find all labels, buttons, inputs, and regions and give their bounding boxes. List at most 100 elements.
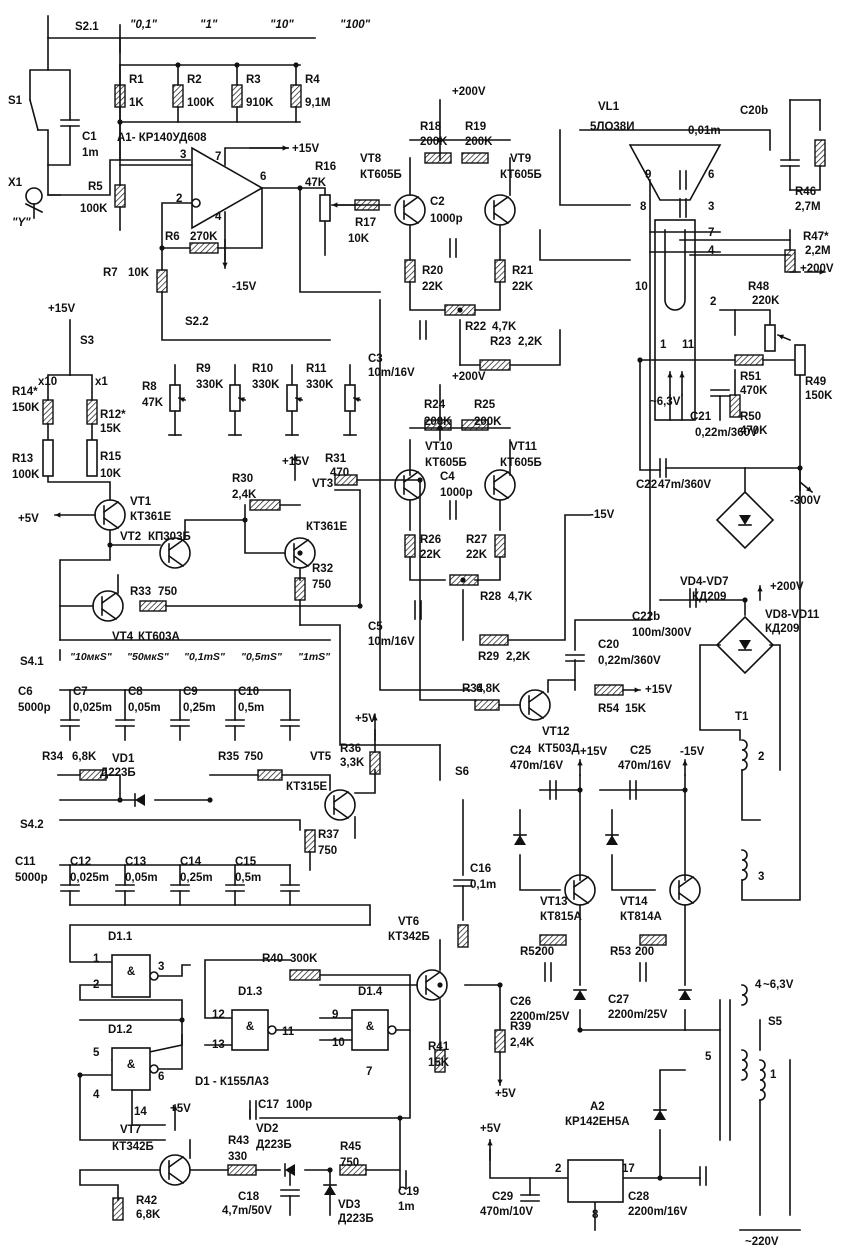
schematic-label: C13	[125, 856, 146, 868]
arrow-head	[222, 262, 228, 268]
schematic-label: C15	[235, 856, 257, 868]
schematic-label: +200V	[452, 371, 486, 383]
schematic-label: "1mS"	[298, 651, 331, 663]
junction-dot	[159, 245, 165, 251]
resistor	[764, 324, 776, 352]
wire	[47, 15, 316, 39]
schematic-label: VT11	[510, 441, 537, 453]
wire	[79, 984, 183, 1061]
schematic-label: 3,3K	[340, 757, 365, 769]
transistor	[394, 194, 426, 226]
wire	[519, 854, 561, 891]
junction-dot	[107, 542, 113, 548]
schematic-label: 2	[758, 751, 764, 763]
schematic-label: R6	[165, 231, 180, 243]
diode	[679, 990, 691, 1000]
resistor	[231, 84, 243, 108]
schematic-label: 4	[755, 979, 762, 991]
resistor	[227, 1164, 257, 1176]
schematic-label: +15V	[645, 684, 673, 696]
transistor-collector	[677, 875, 695, 889]
wire	[69, 924, 371, 963]
schematic-label: R33	[130, 586, 151, 598]
resistor	[290, 84, 302, 108]
schematic-label: 15K	[625, 703, 647, 715]
schematic-label: 3	[158, 961, 164, 973]
schematic-label: 4	[93, 1089, 100, 1101]
schematic-label: 5	[93, 1047, 100, 1059]
wire	[741, 469, 801, 901]
gate-symbol: &	[366, 1021, 374, 1033]
schematic-label: 10K	[348, 233, 370, 245]
schematic-label: 100p	[286, 1099, 312, 1111]
junction-dot	[577, 1027, 583, 1033]
schematic-label: 200	[535, 946, 554, 958]
schematic-label: 1	[93, 953, 100, 965]
schematic-label: 4	[215, 211, 222, 223]
schematic-label: R7	[103, 267, 118, 279]
resistor	[339, 1164, 367, 1176]
wire	[699, 644, 741, 741]
schematic-label: 0,25m	[183, 702, 216, 714]
schematic-label: VT3	[312, 478, 333, 490]
diode	[606, 835, 618, 845]
schematic-label: КП303Б	[148, 531, 191, 543]
schematic-label: R48	[748, 281, 770, 293]
schematic-label: R35	[218, 751, 240, 763]
schematic-label: C4	[440, 471, 455, 483]
resistor	[42, 399, 54, 425]
schematic-label: R50	[740, 411, 761, 423]
schematic-label: 15K	[100, 423, 122, 435]
transistor-collector	[102, 500, 120, 514]
schematic-label: 270K	[190, 231, 218, 243]
schematic-label: 6,8K	[476, 683, 501, 695]
schematic-label: S4.2	[20, 819, 44, 831]
diode	[739, 515, 751, 525]
schematic-wiring	[24, 15, 821, 1231]
schematic-label: 22K	[422, 281, 444, 293]
wire	[474, 281, 501, 311]
junction-dot	[577, 787, 583, 793]
transistor	[284, 537, 316, 569]
schematic-label: 200K	[420, 136, 448, 148]
arrow-head	[819, 269, 825, 275]
schematic-label: 2200m/25V	[608, 1009, 668, 1021]
schematic-label: +5V	[480, 1123, 501, 1135]
schematic-label: "Y"	[12, 217, 31, 229]
junction-dot	[357, 603, 363, 609]
resistor	[424, 152, 452, 164]
schematic-label: VD2	[256, 1123, 278, 1135]
schematic-label: R46	[795, 186, 816, 198]
schematic-label: 7	[366, 1066, 372, 1078]
schematic-label: C9	[183, 686, 198, 698]
resistor	[156, 269, 168, 293]
diode	[574, 990, 586, 1000]
wire	[719, 309, 771, 331]
schematic-label: 2200m/16V	[628, 1206, 688, 1218]
diode-bridge	[715, 615, 775, 675]
transistor	[484, 469, 516, 501]
schematic-label: C24	[510, 745, 532, 757]
wire	[259, 1029, 411, 1119]
schematic-label: "10мкS"	[70, 651, 113, 663]
wire	[409, 281, 446, 311]
schematic-label: КТ342Б	[112, 1141, 154, 1153]
arrow-head	[292, 455, 298, 461]
schematic-label: -15V	[680, 746, 705, 758]
logic-gate	[351, 1009, 389, 1051]
junction-dot	[242, 517, 248, 523]
schematic-label: C10	[238, 686, 259, 698]
schematic-label: 4,7K	[508, 591, 533, 603]
schematic-label: R18	[420, 121, 442, 133]
schematic-label: C18	[238, 1191, 260, 1203]
arrow-head	[682, 760, 688, 766]
wire	[161, 291, 331, 341]
wire	[789, 165, 821, 191]
schematic-label: "0,1"	[130, 19, 157, 31]
junction-dot	[437, 425, 443, 431]
schematic-label: 0,05m	[128, 702, 161, 714]
schematic-label: 22K	[512, 281, 534, 293]
schematic-label: 200K	[424, 416, 452, 428]
schematic-label: VL1	[598, 101, 620, 113]
wire	[574, 179, 651, 651]
